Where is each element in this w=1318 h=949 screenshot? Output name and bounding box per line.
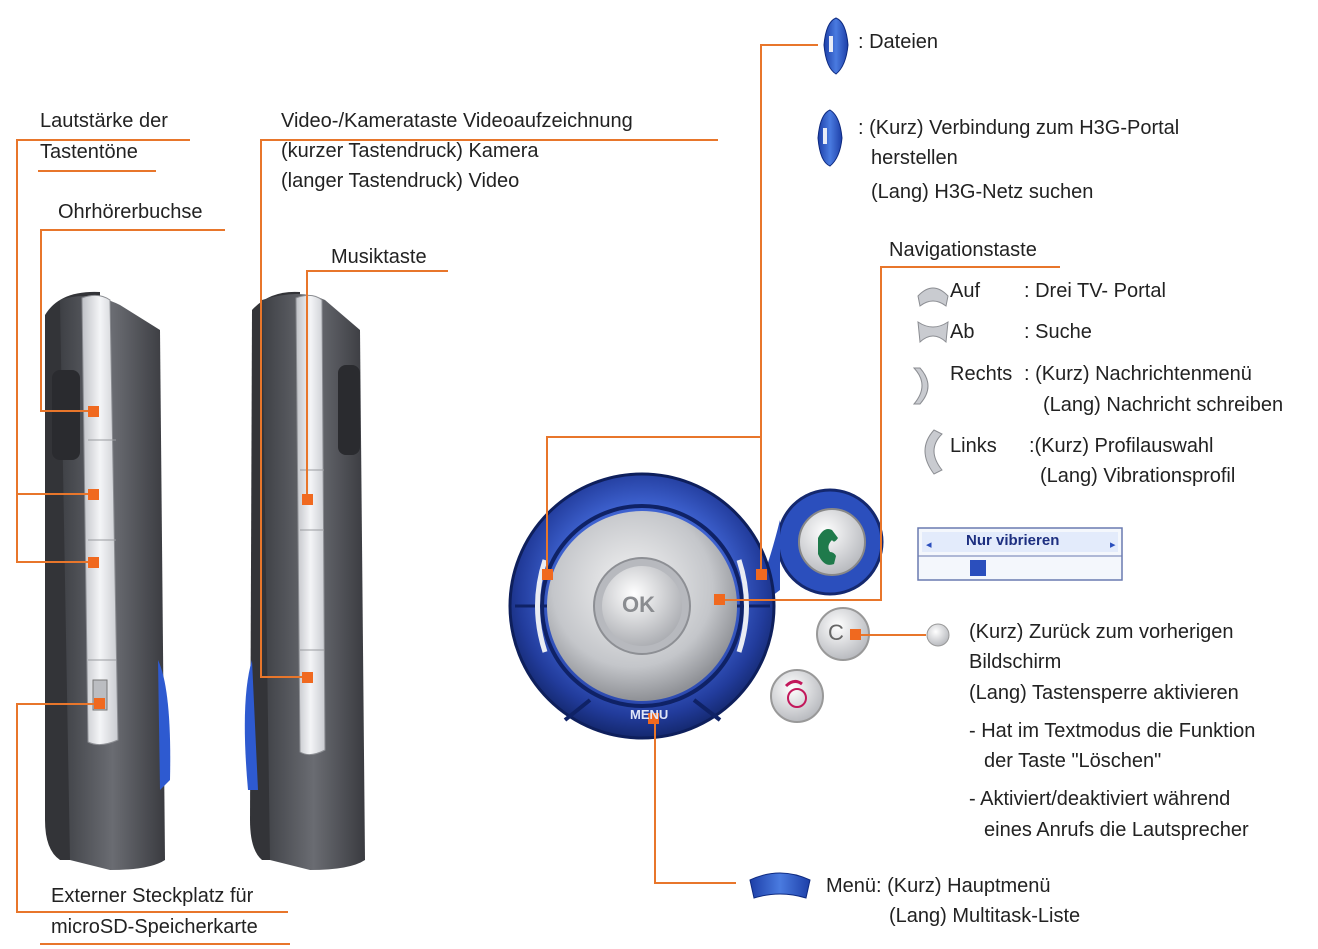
callout-line bbox=[306, 270, 448, 272]
clear-desc-line4: - Hat im Textmodus die Funktion bbox=[969, 720, 1256, 742]
nav-right-key-icon bbox=[912, 367, 929, 405]
nav-right-key-label: Rechts bbox=[950, 363, 1013, 385]
callout-line bbox=[720, 599, 882, 601]
nav-down-desc: : Suche bbox=[1024, 321, 1092, 343]
nav-left-desc-line1: :(Kurz) Profilauswahl bbox=[1029, 435, 1214, 457]
callout-marker bbox=[88, 489, 99, 500]
callout-line bbox=[38, 139, 190, 141]
callout-marker bbox=[542, 569, 553, 580]
svg-text:◂: ◂ bbox=[926, 538, 932, 551]
menu-desc-line2: (Lang) Multitask-Liste bbox=[889, 905, 1081, 927]
nav-left-key-icon bbox=[924, 429, 943, 475]
clear-desc-line3: (Lang) Tastensperre aktivieren bbox=[969, 682, 1239, 704]
menu-desc-line1: Menü: (Kurz) Hauptmenü bbox=[826, 875, 1051, 897]
callout-marker bbox=[302, 494, 313, 505]
callout-marker bbox=[94, 698, 105, 709]
end-key bbox=[770, 669, 824, 723]
callout-line bbox=[16, 493, 96, 495]
nav-key-title: Navigationstaste bbox=[889, 239, 1037, 261]
nav-left-key-label: Links bbox=[950, 435, 997, 457]
camera-label-line3: (langer Tastendruck) Video bbox=[281, 170, 520, 192]
music-key-label: Musiktaste bbox=[331, 246, 427, 268]
nav-right-desc-line1: : (Kurz) Nachrichtenmenü bbox=[1024, 363, 1252, 385]
earphone-label: Ohrhörerbuchse bbox=[58, 201, 203, 223]
callout-line bbox=[262, 139, 718, 141]
callout-marker bbox=[88, 406, 99, 417]
nav-down-key-label: Ab bbox=[950, 321, 975, 343]
volume-label-line1: Lautstärke der bbox=[40, 110, 168, 132]
camera-label-line1: Video-/Kamerataste Videoaufzeichnung bbox=[281, 110, 633, 132]
keypad bbox=[508, 472, 884, 740]
callout-marker bbox=[756, 569, 767, 580]
svg-text:▸: ▸ bbox=[1110, 538, 1116, 551]
nav-up-key-label: Auf bbox=[950, 280, 981, 302]
callout-line bbox=[38, 170, 156, 172]
clear-key-icon bbox=[926, 623, 950, 647]
callout-line bbox=[40, 943, 290, 945]
callout-line bbox=[880, 266, 1060, 268]
portal-label-line2: herstellen bbox=[871, 147, 958, 169]
clear-desc-line6: - Aktiviert/deaktiviert während bbox=[969, 788, 1231, 810]
profile-screen: ◂ ▸ bbox=[917, 527, 1123, 581]
nav-left-desc-line2: (Lang) Vibrationsprofil bbox=[1040, 465, 1236, 487]
callout-line bbox=[40, 410, 94, 412]
callout-line bbox=[16, 139, 18, 563]
menu-key-icon bbox=[749, 872, 811, 899]
clear-button-label: C bbox=[828, 620, 844, 645]
callout-line bbox=[880, 266, 882, 600]
callout-line bbox=[16, 703, 96, 705]
callout-line bbox=[654, 716, 656, 884]
callout-line bbox=[546, 436, 548, 576]
menu-button-label: MENU bbox=[630, 707, 669, 722]
clear-desc-line2: Bildschirm bbox=[969, 651, 1062, 673]
clear-desc-line7: eines Anrufs die Lautsprecher bbox=[984, 819, 1249, 841]
sd-slot-label-line2: microSD-Speicherkarte bbox=[51, 916, 258, 938]
nav-down-key-icon bbox=[917, 320, 949, 344]
camera-label-line2: (kurzer Tastendruck) Kamera bbox=[281, 140, 539, 162]
nav-up-desc: : Drei TV- Portal bbox=[1024, 280, 1166, 302]
callout-line bbox=[40, 229, 42, 412]
callout-line bbox=[18, 139, 40, 141]
callout-line bbox=[16, 911, 288, 913]
callout-marker bbox=[648, 713, 659, 724]
callout-line bbox=[16, 703, 18, 913]
portal-label-line1: : (Kurz) Verbindung zum H3G-Portal bbox=[858, 117, 1180, 139]
clear-desc-line1: (Kurz) Zurück zum vorherigen bbox=[969, 621, 1234, 643]
callout-line bbox=[546, 436, 762, 438]
callout-line bbox=[760, 44, 818, 46]
callout-line bbox=[16, 561, 96, 563]
files-key-icon bbox=[823, 17, 849, 75]
callout-line bbox=[260, 676, 312, 678]
nav-up-key-icon bbox=[917, 287, 949, 307]
phone-side-view-1 bbox=[45, 291, 171, 870]
callout-marker bbox=[850, 629, 861, 640]
sd-slot-label-line1: Externer Steckplatz für bbox=[51, 885, 254, 907]
callout-line bbox=[260, 139, 262, 677]
ok-button-label: OK bbox=[622, 592, 655, 617]
portal-label-line3: (Lang) H3G-Netz suchen bbox=[871, 181, 1094, 203]
profile-screen-title: Nur vibrieren bbox=[966, 532, 1060, 549]
callout-line bbox=[40, 229, 225, 231]
callout-marker bbox=[302, 672, 313, 683]
clear-desc-line5: der Taste "Löschen" bbox=[984, 750, 1162, 772]
callout-line bbox=[760, 44, 762, 574]
callout-marker bbox=[88, 557, 99, 568]
callout-line bbox=[654, 882, 736, 884]
nav-right-desc-line2: (Lang) Nachricht schreiben bbox=[1043, 394, 1284, 416]
portal-key-icon bbox=[817, 109, 843, 167]
callout-line bbox=[856, 634, 926, 636]
callout-line bbox=[306, 270, 308, 500]
files-label: : Dateien bbox=[858, 31, 939, 53]
volume-label-line2: Tastentöne bbox=[40, 141, 138, 163]
callout-marker bbox=[714, 594, 725, 605]
phone-side-view-2 bbox=[244, 291, 365, 870]
